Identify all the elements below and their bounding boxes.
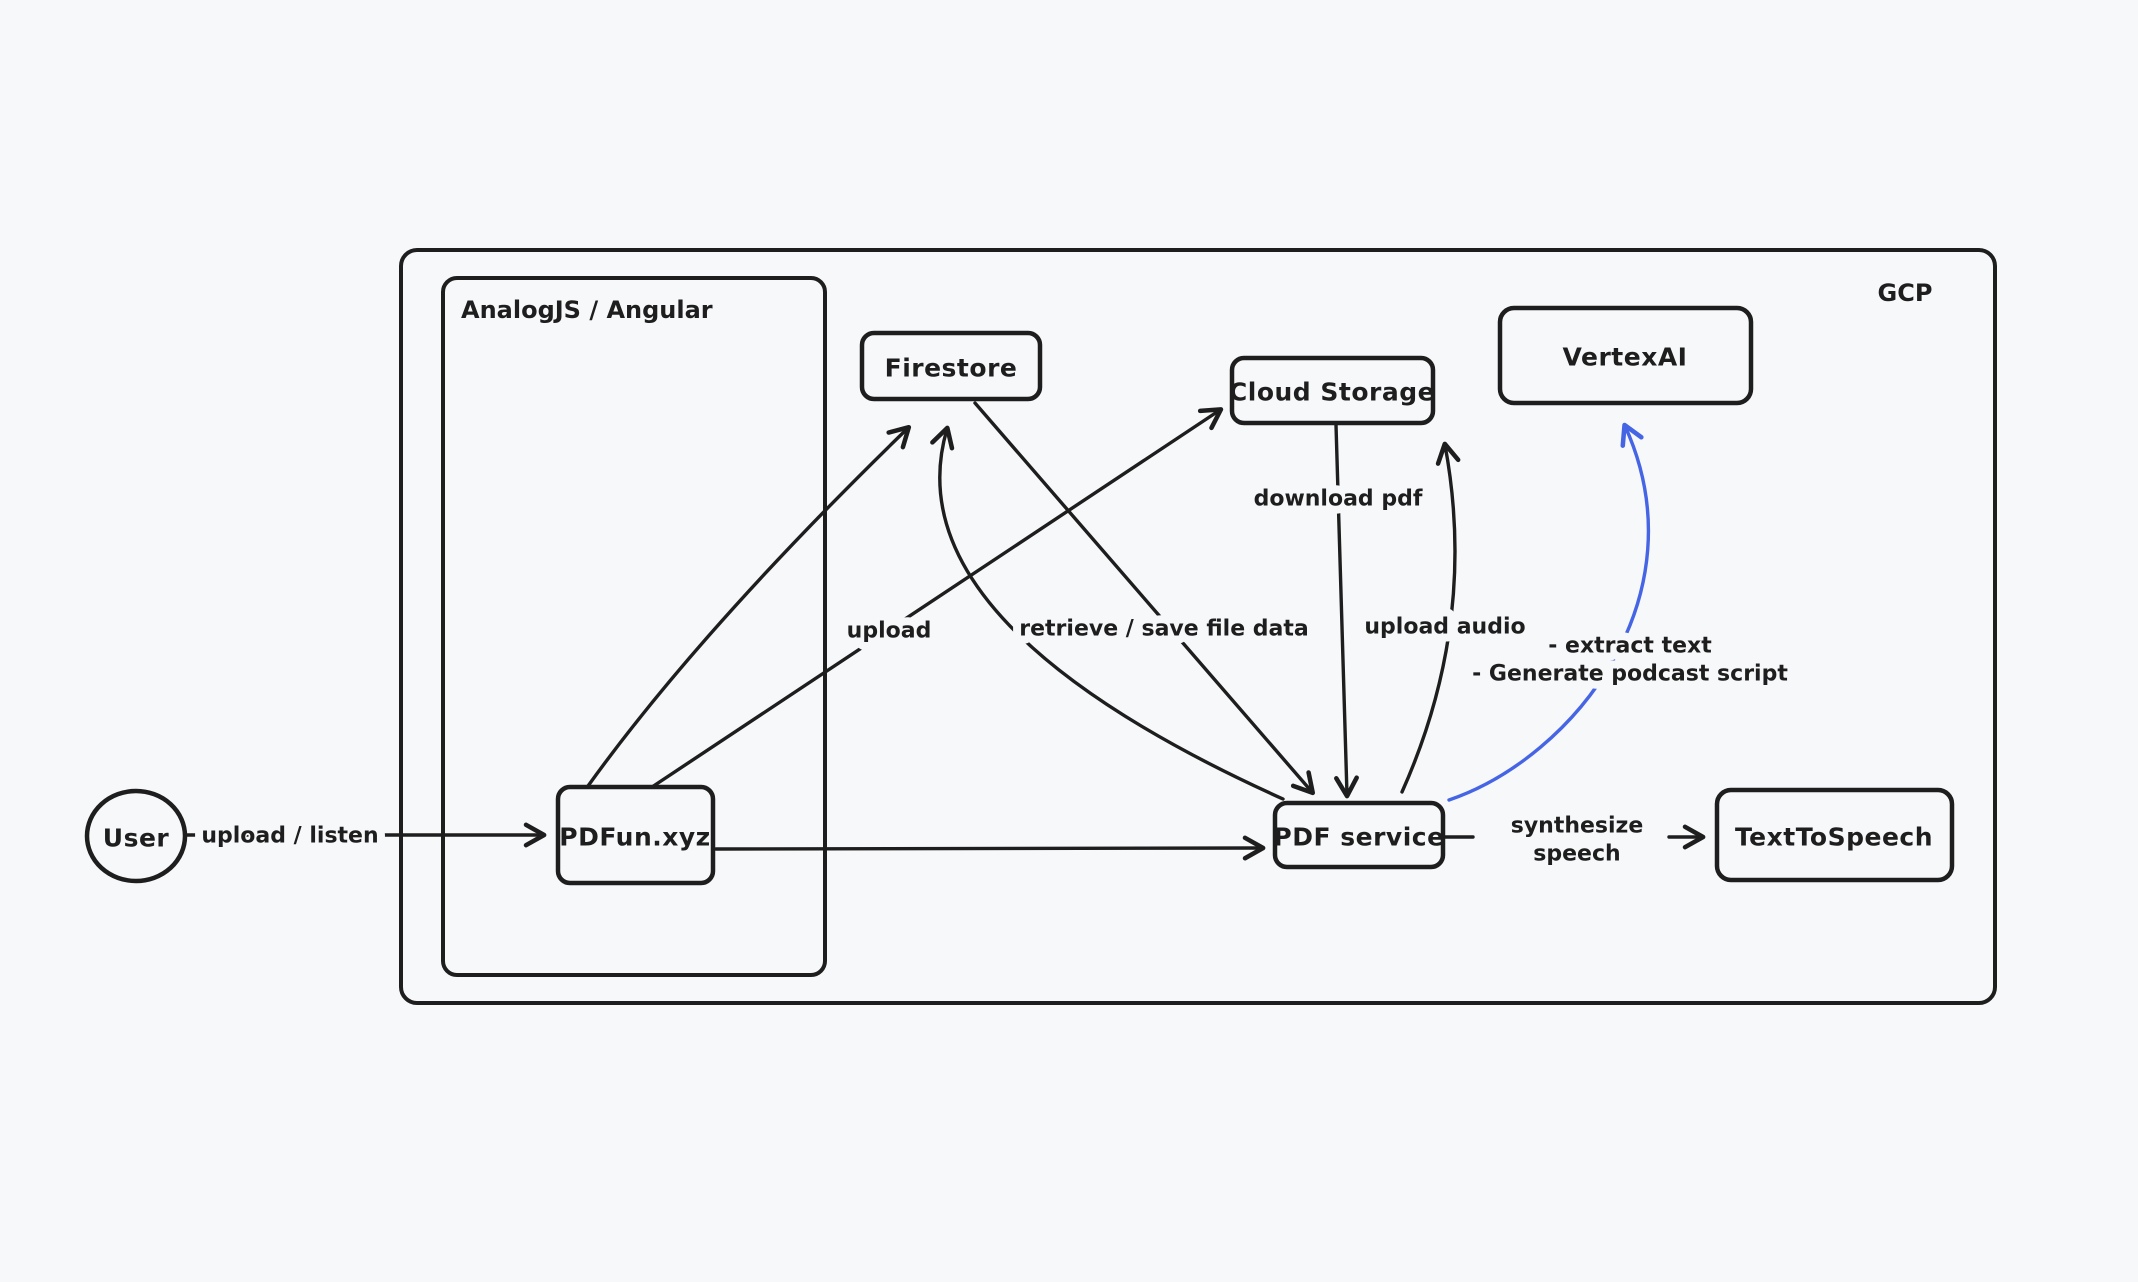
node-vertexai [1497, 305, 1754, 406]
edge-label-upload: upload [847, 619, 932, 644]
edge-label-speech: speech [1533, 842, 1620, 867]
edge-label-upload-audio: upload audio [1364, 615, 1525, 640]
node-text-to-speech [1714, 787, 1955, 883]
edge-pdfun-to-cloud-storage [650, 407, 1224, 789]
edge-label-synthesize: synthesize [1511, 814, 1644, 839]
node-pdf-service-label: PDF service [1273, 823, 1444, 852]
node-firestore [859, 330, 1043, 402]
gcp-container-label: GCP [1878, 279, 1933, 307]
edge-pdf-service-to-firestore [930, 425, 1285, 801]
edge-pdf-service-to-vertexai [1447, 422, 1651, 802]
edge-pdfun-to-firestore [586, 424, 912, 788]
edge-pdfun-to-pdf-service [714, 835, 1266, 861]
edge-label-generate-podcast-script: - Generate podcast script [1472, 662, 1788, 687]
node-pdf-service [1272, 800, 1446, 870]
edge-pdf-service-to-cloud-storage [1400, 441, 1461, 794]
edge-label-extract-text: - extract text [1548, 634, 1712, 659]
node-cloud-storage-label: Cloud Storage [1229, 378, 1435, 407]
node-cloud-storage [1229, 355, 1436, 426]
node-firestore-label: Firestore [885, 354, 1018, 383]
frontend-container [441, 276, 827, 977]
frontend-container-label: AnalogJS / Angular [461, 296, 713, 324]
node-pdfun [555, 784, 716, 886]
node-text-to-speech-label: TextToSpeech [1735, 823, 1933, 852]
gcp-container [399, 248, 1997, 1005]
node-user-label: User [103, 824, 170, 853]
node-pdfun-label: PDFun.xyz [559, 823, 710, 852]
node-vertexai-label: VertexAI [1563, 343, 1688, 372]
edge-cloud-storage-to-pdf-service [1334, 423, 1359, 799]
edge-label-upload-listen: upload / listen [201, 824, 378, 849]
edge-firestore-to-pdf-service [973, 401, 1316, 796]
edge-label-retrieve-save: retrieve / save file data [1019, 617, 1308, 642]
edge-label-download-pdf: download pdf [1254, 487, 1423, 512]
node-user [84, 788, 188, 884]
